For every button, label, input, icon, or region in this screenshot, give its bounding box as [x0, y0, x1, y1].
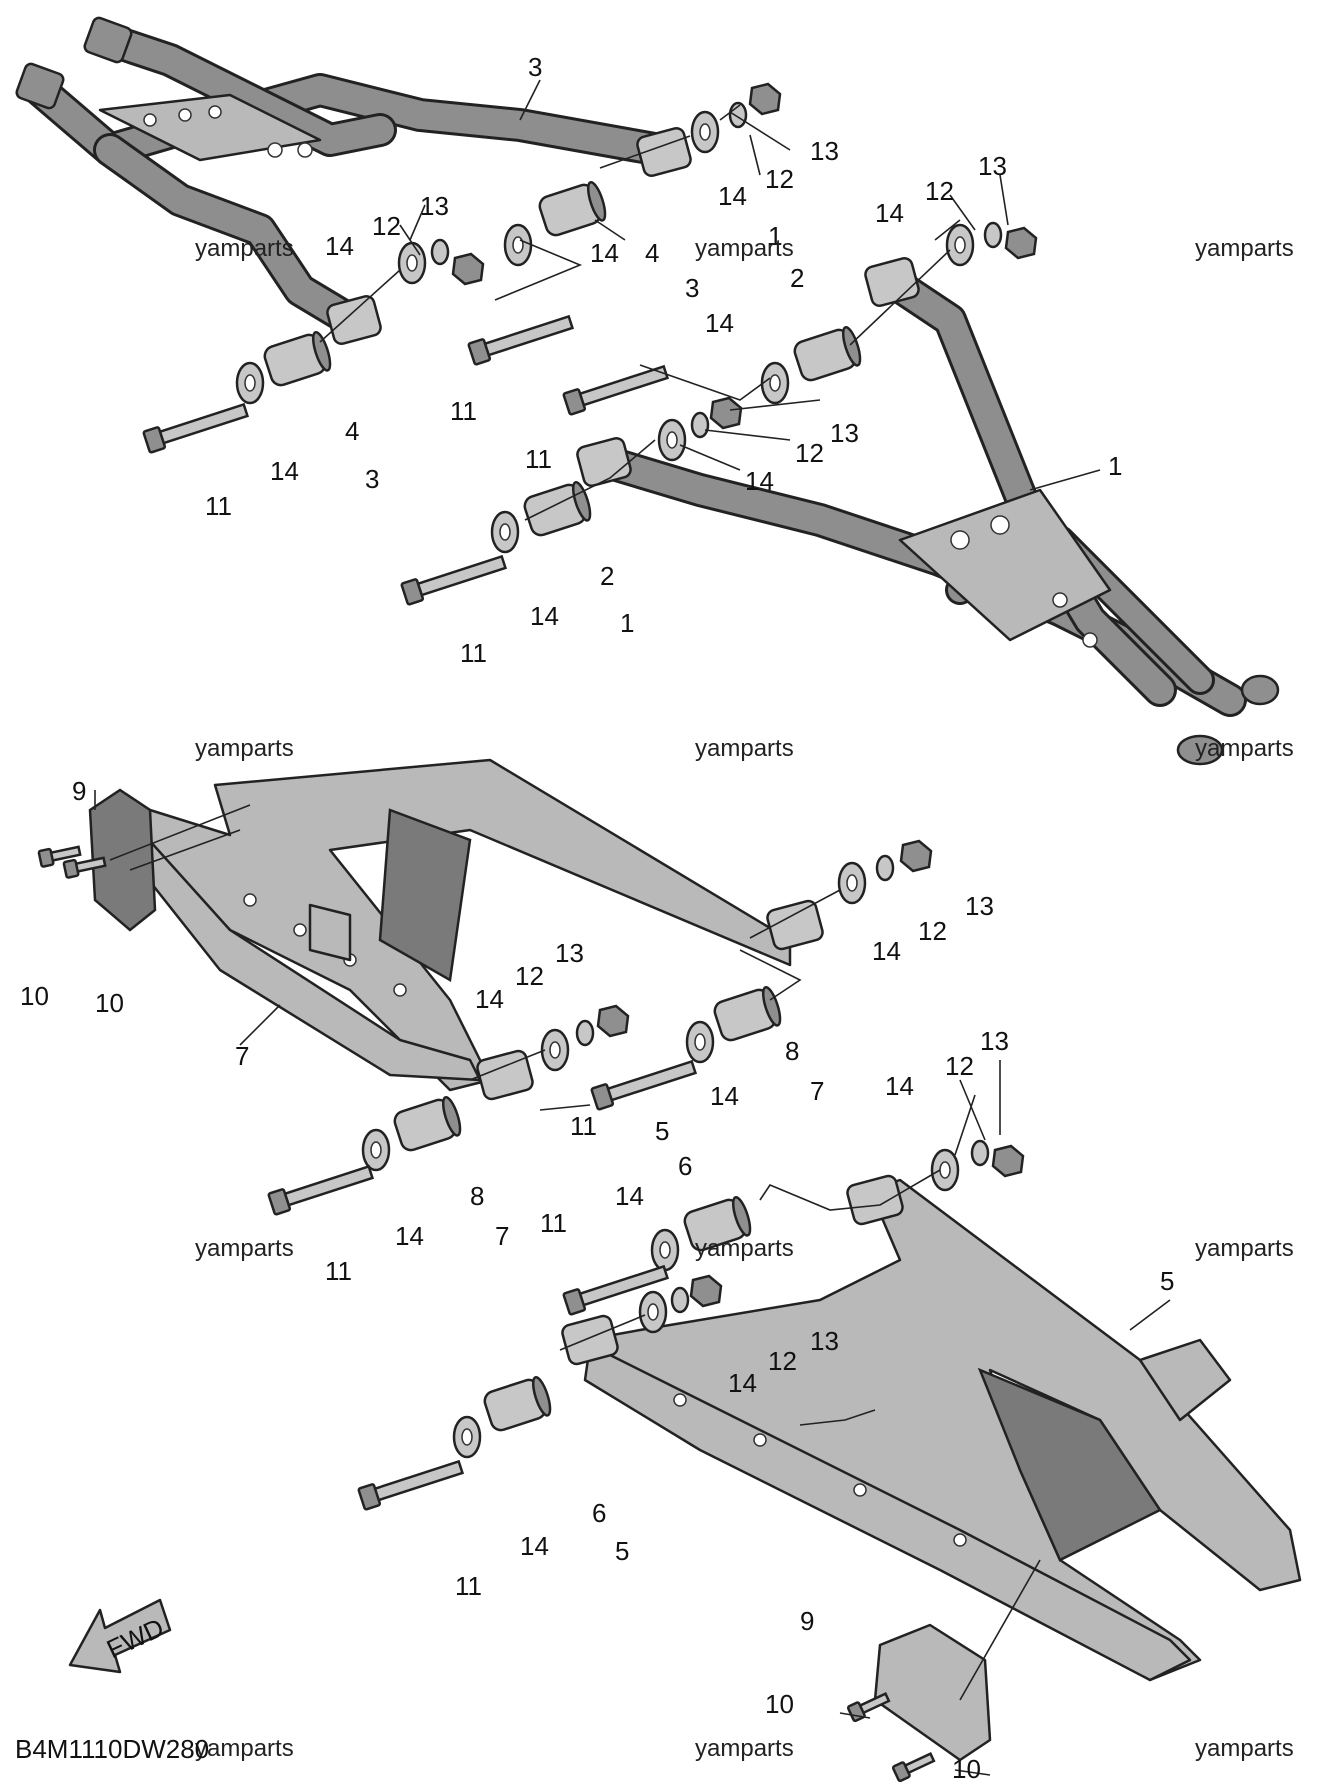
watermark-text: yamparts — [195, 1235, 294, 1262]
part-3-frame — [15, 16, 692, 345]
callout-13: 13 — [978, 151, 1007, 181]
callout-14: 14 — [705, 308, 734, 338]
callout-1: 1 — [768, 221, 782, 251]
callout-leaders — [94, 79, 1171, 1776]
callout-14: 14 — [395, 1221, 424, 1251]
callout-13: 13 — [980, 1026, 1009, 1056]
callout-1: 1 — [1108, 451, 1122, 481]
callout-12: 12 — [372, 211, 401, 241]
watermark-text: yamparts — [695, 235, 794, 262]
callout-7: 7 — [495, 1221, 509, 1251]
callout-11: 11 — [525, 444, 552, 474]
callout-10: 10 — [952, 1754, 981, 1782]
callout-10: 10 — [20, 981, 49, 1011]
callout-14: 14 — [728, 1368, 757, 1398]
callout-14: 14 — [885, 1071, 914, 1101]
callout-13: 13 — [830, 418, 859, 448]
callout-13: 13 — [965, 891, 994, 921]
callout-4: 4 — [645, 238, 659, 268]
callout-11: 11 — [460, 638, 487, 668]
callout-2: 2 — [790, 263, 804, 293]
callout-14: 14 — [520, 1531, 549, 1561]
watermark-text: yamparts — [1195, 235, 1294, 262]
callout-10: 10 — [95, 988, 124, 1018]
callout-14: 14 — [325, 231, 354, 261]
callout-7: 7 — [235, 1041, 249, 1071]
callout-13: 13 — [810, 136, 839, 166]
callout-14: 14 — [530, 601, 559, 631]
callout-2: 2 — [600, 561, 614, 591]
callout-11: 11 — [455, 1571, 482, 1601]
callout-14: 14 — [745, 466, 774, 496]
bushings — [263, 180, 862, 1432]
callout-14: 14 — [475, 984, 504, 1014]
callout-13: 13 — [555, 938, 584, 968]
callout-11: 11 — [540, 1208, 567, 1238]
callout-14: 14 — [710, 1081, 739, 1111]
callout-14: 14 — [875, 198, 904, 228]
callout-9: 9 — [72, 776, 86, 806]
callout-12: 12 — [515, 961, 544, 991]
callout-8: 8 — [470, 1181, 484, 1211]
callout-12: 12 — [795, 438, 824, 468]
callout-3: 3 — [365, 464, 379, 494]
callout-13: 13 — [420, 191, 449, 221]
callout-14: 14 — [718, 181, 747, 211]
callout-14: 14 — [872, 936, 901, 966]
watermark-text: yamparts — [695, 1735, 794, 1762]
callout-6: 6 — [678, 1151, 692, 1181]
callout-12: 12 — [768, 1346, 797, 1376]
watermark-text: yamparts — [1195, 735, 1294, 762]
callout-3: 3 — [685, 273, 699, 303]
callout-4: 4 — [345, 416, 359, 446]
callout-9: 9 — [800, 1606, 814, 1636]
diagram-code: B4M1110DW280 — [15, 1734, 209, 1764]
callout-11: 11 — [570, 1111, 597, 1141]
watermark-text: yamparts — [195, 1735, 294, 1762]
callout-5: 5 — [615, 1536, 629, 1566]
callout-14: 14 — [615, 1181, 644, 1211]
watermarks: yamparts yamparts yamparts yamparts yamp… — [195, 235, 1294, 1762]
watermark-text: yamparts — [195, 235, 294, 262]
fwd-arrow: FWD — [68, 1598, 172, 1674]
callout-11: 11 — [325, 1256, 352, 1286]
watermark-text: yamparts — [1195, 1735, 1294, 1762]
callout-6: 6 — [592, 1498, 606, 1528]
watermark-text: yamparts — [695, 1235, 794, 1262]
part-5-arm — [561, 1174, 1302, 1682]
bolts — [37, 314, 936, 1782]
callout-12: 12 — [765, 164, 794, 194]
washers-and-nuts — [235, 82, 1038, 1459]
part-1-frame — [576, 257, 1280, 766]
assembly-lines — [109, 135, 1041, 1701]
callouts: 3 13 12 14 13 12 14 13 12 14 4 3 14 1 2 … — [20, 52, 1174, 1782]
watermark-text: yamparts — [1195, 1235, 1294, 1262]
callout-11: 11 — [205, 491, 232, 521]
callout-5: 5 — [1160, 1266, 1174, 1296]
callout-12: 12 — [918, 916, 947, 946]
watermark-text: yamparts — [695, 735, 794, 762]
callout-8: 8 — [785, 1036, 799, 1066]
callout-12: 12 — [945, 1051, 974, 1081]
part-7-arm — [123, 758, 824, 1101]
callout-11: 11 — [450, 396, 477, 426]
callout-13: 13 — [810, 1326, 839, 1356]
watermark-text: yamparts — [195, 735, 294, 762]
callout-12: 12 — [925, 176, 954, 206]
callout-14: 14 — [590, 238, 619, 268]
callout-3: 3 — [528, 52, 542, 82]
callout-10: 10 — [765, 1689, 794, 1719]
callout-1: 1 — [620, 608, 634, 638]
callout-7: 7 — [810, 1076, 824, 1106]
callout-5: 5 — [655, 1116, 669, 1146]
callout-14: 14 — [270, 456, 299, 486]
